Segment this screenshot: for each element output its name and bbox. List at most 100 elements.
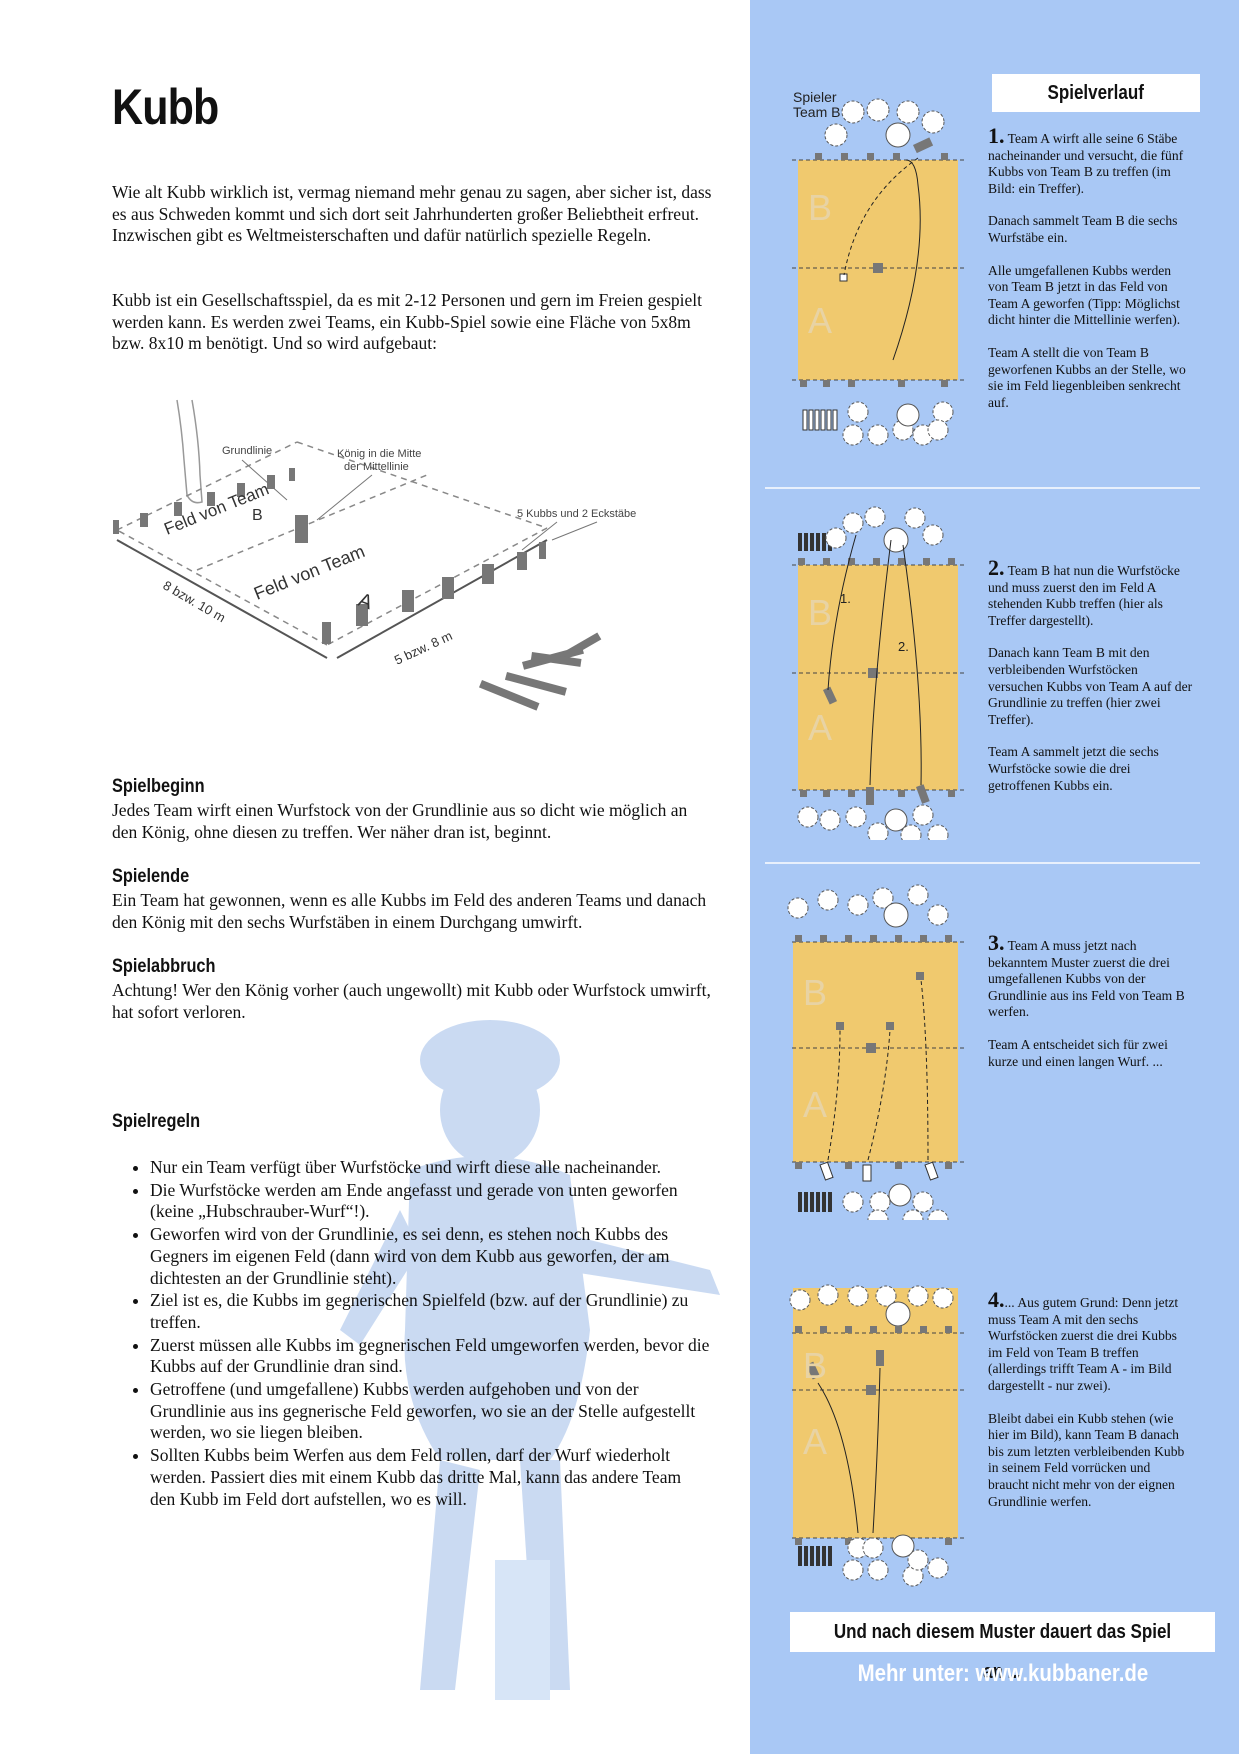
step-3-paragraph-2: Team A entscheidet sich für zwei kurze u…	[988, 1036, 1168, 1069]
intro-paragraph-2: Kubb ist ein Gesellschaftsspiel, da es m…	[112, 290, 703, 353]
label-letter-b: B	[252, 507, 263, 524]
field-letter-a: A	[808, 707, 832, 748]
step-3-text: 3. Team A muss jetzt nach bekanntem Must…	[988, 932, 1193, 1086]
rule-item: Ziel ist es, die Kubbs im gegnerischen S…	[150, 1290, 710, 1333]
kubb	[517, 552, 527, 570]
page-title: Kubb	[112, 79, 219, 135]
kubb	[174, 502, 182, 516]
section-title-spielabbruch: Spielabbruch	[112, 956, 216, 977]
pointer-line	[521, 521, 558, 551]
section-title-spielregeln: Spielregeln	[112, 1111, 201, 1132]
spieler-label-1: Spieler	[793, 90, 837, 105]
step-text: Team A muss jetzt nach bekanntem Muster …	[988, 938, 1185, 1020]
diagram-step-4: B A	[789, 1284, 964, 1587]
step-4-paragraph-1: 4.... Aus gutem Grund: Denn jetzt muss T…	[988, 1289, 1193, 1395]
field-letter-b: B	[803, 972, 827, 1013]
section-text-spielende: Ein Team hat gewonnen, wenn es alle Kubb…	[112, 890, 707, 932]
section-title-spielbeginn: Spielbeginn	[112, 776, 205, 797]
kubb	[322, 622, 331, 644]
field-outline	[116, 441, 548, 646]
step-1-paragraph-3: Alle umgefallenen Kubbs werden von Team …	[988, 262, 1181, 328]
step-number: 4.	[988, 1287, 1005, 1312]
kubb	[289, 468, 295, 481]
step-text: Team A wirft alle seine 6 Stäbe nacheina…	[988, 131, 1184, 196]
step-text: Team B hat nun die Wurfstöcke und muss z…	[988, 563, 1180, 628]
throwing-sticks	[479, 632, 602, 711]
step-2-paragraph-1: 2. Team B hat nun die Wurfstöcke und mus…	[988, 557, 1193, 629]
arrow-label-2: 2.	[898, 639, 909, 654]
rule-item: Geworfen wird von der Grundlinie, es sei…	[150, 1224, 710, 1289]
diagram-step-3: B A	[787, 884, 964, 1220]
website-link-text: Mehr unter: www.kubbaner.de	[857, 1660, 1148, 1687]
section-title-spielende: Spielende	[112, 866, 190, 887]
label-grundlinie: Grundlinie	[222, 445, 272, 457]
rule-item: Getroffene (und umgefallene) Kubbs werde…	[150, 1379, 710, 1444]
pointer-line	[551, 521, 598, 541]
website-link[interactable]: Mehr unter: www.kubbaner.de	[790, 1660, 1215, 1688]
label-koenig-2: der Mittellinie	[344, 461, 409, 473]
kubb	[539, 542, 546, 559]
kubb	[207, 492, 215, 506]
label-width: 5 bzw. 8 m	[392, 628, 455, 668]
hand-drawing	[176, 399, 203, 504]
intro-paragraph-1: Wie alt Kubb wirklich ist, vermag nieman…	[112, 182, 712, 245]
step-3-paragraph-1: 3. Team A muss jetzt nach bekanntem Must…	[988, 932, 1193, 1021]
kubb	[442, 577, 454, 599]
step-2-text: 2. Team B hat nun die Wurfstöcke und mus…	[988, 557, 1193, 810]
sidebar-heading: Spielverlauf	[992, 74, 1200, 112]
label-letter-a: A	[355, 589, 376, 614]
field-letter-a: A	[808, 300, 832, 341]
closing-banner-text: Und nach diesem Muster dauert das Spiel …	[833, 1621, 1172, 1683]
step-2-paragraph-2: Danach kann Team B mit den verbleibenden…	[988, 645, 1193, 727]
kubb	[402, 590, 414, 612]
rule-item: Sollten Kubbs beim Werfen aus dem Feld r…	[150, 1445, 710, 1510]
field-letter-b: B	[803, 1345, 827, 1386]
step-1-text: 1. Team A wirft alle seine 6 Stäbe nache…	[988, 125, 1193, 427]
step-1-paragraph-4: Team A stellt die von Team B geworfenen …	[988, 344, 1186, 410]
watermark-kubb	[495, 1560, 550, 1700]
player-watermark-illustration	[340, 1020, 720, 1700]
step-4-text: 4.... Aus gutem Grund: Denn jetzt muss T…	[988, 1289, 1193, 1526]
pointer-line	[241, 459, 288, 501]
closing-banner: Und nach diesem Muster dauert das Spiel …	[790, 1612, 1215, 1683]
king	[295, 515, 308, 543]
label-feld-a: Feld von Team	[251, 541, 368, 604]
rule-item: Nur ein Team verfügt über Wurfstöcke und…	[150, 1157, 710, 1179]
rule-item: Zuerst müssen alle Kubbs im gegnerischen…	[150, 1335, 710, 1378]
sidebar-heading-text: Spielverlauf	[1047, 82, 1145, 104]
main-column: Kubb Wie alt Kubb wirklich ist, vermag n…	[0, 0, 750, 1754]
rules-list: Nur ein Team verfügt über Wurfstöcke und…	[130, 1157, 710, 1511]
step-2-paragraph-3: Team A sammelt jetzt die sechs Wurfstöck…	[988, 744, 1159, 793]
step-text: ... Aus gutem Grund: Denn jetzt muss Tea…	[988, 1295, 1179, 1393]
kubb	[140, 513, 148, 527]
kubb	[356, 604, 368, 626]
label-koenig-1: König in die Mitte	[337, 448, 421, 460]
divider	[765, 862, 1200, 864]
kubb	[267, 475, 275, 489]
field-letter-a: A	[803, 1421, 827, 1462]
rule-item: Die Wurfstöcke werden am Ende angefasst …	[150, 1180, 710, 1223]
step-4-paragraph-2: Bleibt dabei ein Kubb stehen (wie hier i…	[988, 1410, 1185, 1509]
diagram-step-1: Spieler Team B B A	[792, 90, 964, 446]
kubb	[237, 483, 245, 497]
step-number: 3.	[988, 930, 1005, 955]
spieler-label-2: Team B	[793, 104, 840, 120]
label-kubbs: 5 Kubbs und 2 Eckstäbe	[517, 508, 636, 520]
step-1-paragraph-2: Danach sammelt Team B die sechs Wurfstäb…	[988, 213, 1178, 245]
step-1-paragraph-1: 1. Team A wirft alle seine 6 Stäbe nache…	[988, 125, 1193, 197]
length-arrow	[116, 539, 328, 659]
kubb	[482, 564, 494, 584]
section-text-spielbeginn: Jedes Team wirft einen Wurfstock von der…	[112, 800, 688, 842]
section-text-spielabbruch: Achtung! Wer den König vorher (auch unge…	[112, 980, 711, 1022]
pointer-line	[316, 474, 373, 521]
field-letter-b: B	[808, 187, 832, 228]
arrow-label-1: 1.	[840, 591, 851, 606]
divider	[765, 487, 1200, 489]
diagram-step-2: B A 1. 2.	[792, 506, 964, 840]
field-letter-a: A	[803, 1084, 827, 1125]
field-letter-b: B	[808, 592, 832, 633]
kubb	[113, 520, 119, 534]
setup-illustration: Grundlinie König in die Mitte der Mittel…	[113, 399, 636, 711]
step-number: 1.	[988, 123, 1005, 148]
step-number: 2.	[988, 555, 1005, 580]
